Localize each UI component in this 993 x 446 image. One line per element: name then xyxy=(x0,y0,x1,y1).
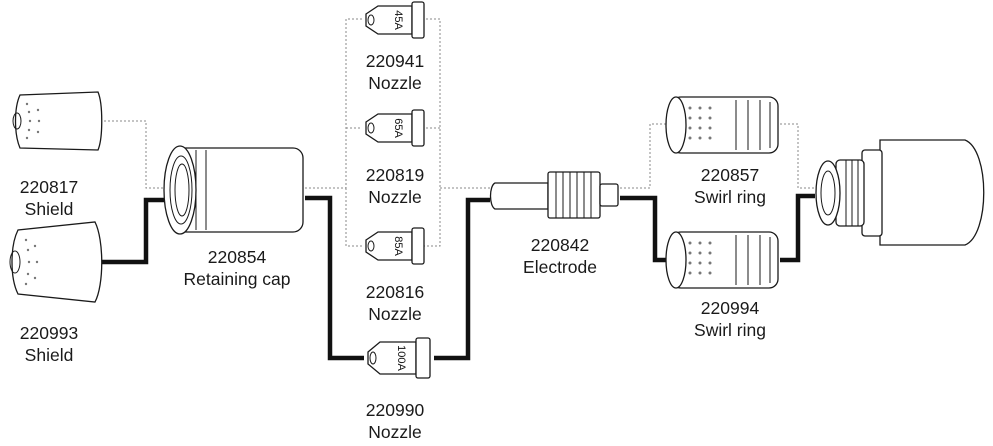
part-number: 220941 xyxy=(365,51,425,71)
connectors xyxy=(100,18,815,361)
torch-head-drawing xyxy=(815,139,985,246)
part-number: 220819 xyxy=(365,165,425,185)
connector-swirl-a-to-torch xyxy=(780,123,815,189)
label-nozzle-220816: 220816 Nozzle xyxy=(350,281,440,325)
label-nozzle-220819: 220819 Nozzle xyxy=(350,164,440,208)
connector-cap-to-nozzle-100 xyxy=(305,195,364,361)
nozzle-85a-rating: 85A xyxy=(392,236,404,256)
nozzle-100a-drawing: 100A xyxy=(367,337,431,379)
part-number: 220990 xyxy=(365,400,425,420)
label-shield-220993: 220993 Shield xyxy=(4,322,94,366)
connector-swirl-b-to-torch xyxy=(780,193,815,263)
retaining-cap-220854-drawing xyxy=(163,145,304,235)
label-electrode-220842: 220842 Electrode xyxy=(505,234,615,278)
nozzle-85a-drawing: 85A xyxy=(365,227,425,265)
nozzle-65a-rating: 65A xyxy=(392,118,404,138)
nozzle-45a-rating: 45A xyxy=(392,10,404,30)
part-name: Shield xyxy=(24,345,74,365)
part-number: 220816 xyxy=(365,282,425,302)
label-retaining-cap-220854: 220854 Retaining cap xyxy=(162,246,312,290)
part-number: 220817 xyxy=(19,177,79,197)
part-number: 220842 xyxy=(530,235,590,255)
part-number: 220857 xyxy=(700,165,760,185)
part-name: Retaining cap xyxy=(183,269,291,289)
shield-220993-drawing xyxy=(9,221,103,303)
nozzle-65a-drawing: 65A xyxy=(365,109,425,147)
part-name: Nozzle xyxy=(368,422,422,442)
part-number: 220994 xyxy=(700,298,760,318)
part-name: Nozzle xyxy=(368,73,422,93)
label-shield-220817: 220817 Shield xyxy=(4,176,94,220)
connector-nozzle-85-branch xyxy=(345,188,362,247)
part-name: Nozzle xyxy=(368,304,422,324)
part-name: Swirl ring xyxy=(694,187,766,207)
connector-cap-to-nozzle-45 xyxy=(305,18,362,189)
connector-electrode-to-swirl-b xyxy=(620,195,668,263)
part-number: 220993 xyxy=(19,323,79,343)
part-name: Electrode xyxy=(523,257,597,277)
connector-shield-a-to-cap xyxy=(100,120,166,189)
swirl-ring-220857-drawing xyxy=(665,96,779,154)
electrode-220842-drawing xyxy=(489,171,619,219)
connector-shield-b-to-cap xyxy=(102,197,166,265)
label-nozzle-220990: 220990 Nozzle xyxy=(350,399,440,443)
label-swirl-ring-220994: 220994 Swirl ring xyxy=(675,297,785,341)
connector-nozzle-group-right xyxy=(422,18,441,247)
part-number: 220854 xyxy=(207,247,267,267)
label-nozzle-220941: 220941 Nozzle xyxy=(350,50,440,94)
connector-nozzle-100-to-electrode xyxy=(434,197,490,361)
part-name: Nozzle xyxy=(368,187,422,207)
label-swirl-ring-220857: 220857 Swirl ring xyxy=(675,164,785,208)
nozzle-45a-drawing: 45A xyxy=(365,1,425,39)
connector-electrode-to-swirl-a xyxy=(620,123,668,189)
part-name: Shield xyxy=(24,199,74,219)
part-name: Swirl ring xyxy=(694,320,766,340)
shield-220817-drawing xyxy=(12,91,103,151)
swirl-ring-220994-drawing xyxy=(665,231,779,289)
nozzle-100a-rating: 100A xyxy=(395,345,407,371)
